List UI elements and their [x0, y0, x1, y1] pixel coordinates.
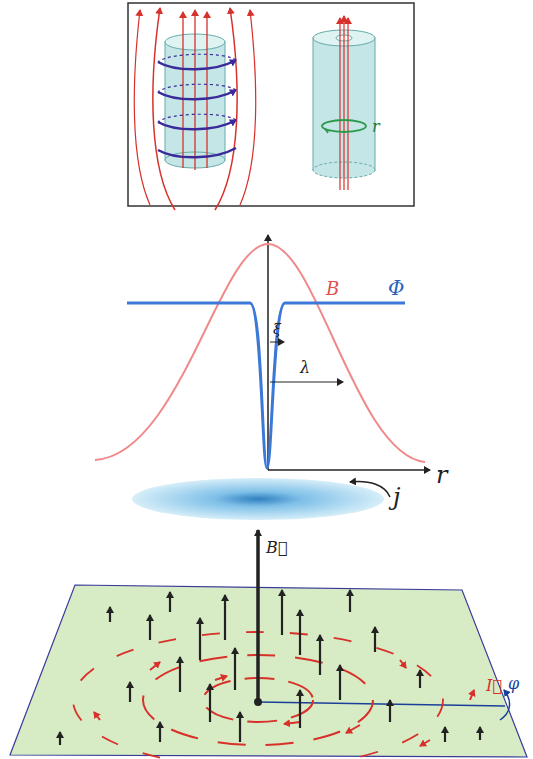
- radius-label: r: [372, 119, 380, 135]
- profile-graph: [95, 235, 430, 470]
- angle-label: φ: [508, 676, 519, 692]
- field-label: B: [326, 280, 339, 298]
- current-vector-label: I⃗: [486, 678, 502, 694]
- coherence-length-label: ξ: [273, 322, 281, 336]
- order-parameter-label: Φ: [388, 278, 404, 298]
- field-vector-label: B⃗: [266, 540, 287, 556]
- current-disk: [132, 478, 390, 520]
- current-label: j: [393, 485, 400, 509]
- axis-label: r: [436, 463, 447, 487]
- cylinder-right: [313, 16, 375, 190]
- cylinder-left: [134, 8, 255, 210]
- penetration-depth-label: λ: [300, 360, 310, 376]
- vortex-plane: [10, 530, 527, 759]
